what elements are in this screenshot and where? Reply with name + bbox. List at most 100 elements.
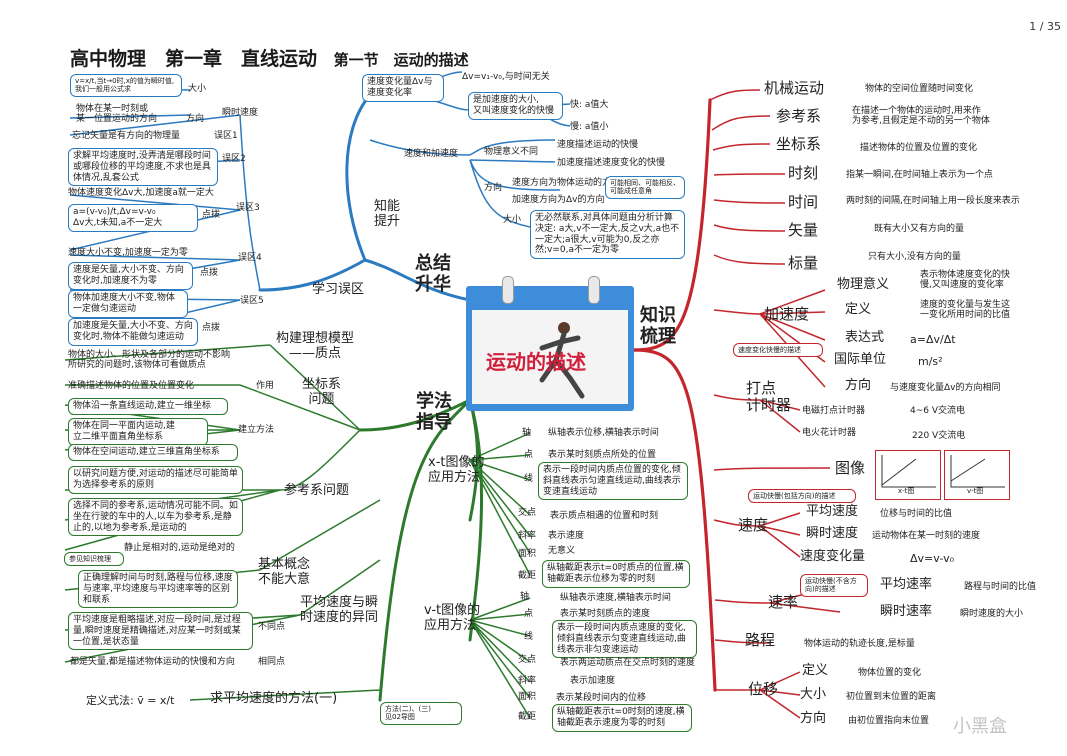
m-build: 建立方法 — [238, 425, 275, 435]
mistakes-label: 学习误区 — [312, 282, 365, 297]
k-accel-def: 定义 — [845, 302, 872, 317]
k-ref-desc: 在描述一个物体的运动时,用来作 为参考,且假定是不动的另一个物体 — [852, 106, 990, 127]
point-label-3: 点拨 — [202, 210, 221, 220]
rate-fast: 快: a值大 — [570, 100, 609, 110]
branch-summary: 总结 升华 — [415, 253, 451, 295]
m-vt-area: 面积 — [518, 692, 537, 702]
m-basic-desc: 正确理解时间与时刻,路程与位移,速度与速率,平均速度与平均速率等的区别和联系 — [78, 570, 238, 609]
m-vt-slope-desc: 表示加速度 — [570, 676, 616, 686]
mistake3-a: 物体速度变化Δv大,加速度a就一定大 — [68, 188, 214, 198]
m-ref-2: 选择不同的参考系,运动情况可能不同。如坐在行驶的车中的人,以车为参考系,是静止的… — [68, 498, 243, 537]
meaning-label: 物理意义不同 — [484, 147, 539, 157]
k-accel-meaning: 物理意义 — [837, 277, 890, 292]
m-calc: 求平均速度的方法(一) — [210, 691, 338, 706]
mistake4-a: 速度大小不变,加速度一定为零 — [68, 248, 188, 258]
k-accel-note: 速度变化快慢的描述 — [733, 343, 823, 358]
k-v-inst-desc: 运动物体在某一时刻的速度 — [872, 531, 981, 541]
k-disp-dir: 方向 — [800, 711, 827, 726]
center-title: 运动的描述 — [486, 350, 586, 374]
xt-graph-caption: x-t图 — [898, 487, 915, 495]
mistake3-box: a=(v-v₀)/t,Δv=v-v₀ Δv大,t未知,a不一定大 — [68, 204, 198, 232]
vt-graph-axes — [950, 455, 1005, 488]
k-accel-expr: 表达式 — [845, 330, 885, 345]
m-coordsys: 坐标系 问题 — [302, 377, 342, 407]
k-accel-def-desc: 速度的变化量与发生这 一变化所用时间的比值 — [920, 300, 1011, 321]
m-xt-line: 线 — [524, 474, 534, 484]
dv-definition-text: 速度变化量Δv与 速度变化率 — [367, 77, 433, 98]
k-s-inst-desc: 瞬时速度的大小 — [960, 609, 1024, 619]
k-accel-expr-formula: a=Δv/Δt — [910, 333, 956, 346]
m-xt-line-desc: 表示一段时间内质点位置的变化,倾斜直线表示匀速直线运动,曲线表示变速直线运动 — [538, 462, 688, 501]
runner-icon — [539, 322, 585, 399]
k-coord-desc: 描述物体的位置及位置的变化 — [860, 143, 978, 153]
k-accel: 加速度 — [764, 305, 810, 323]
m-xt-axis: 轴 — [522, 428, 532, 438]
k-moment-desc: 指某一瞬间,在时间轴上表示为一个点 — [846, 170, 993, 180]
mistake1-forget: 忘记矢量是有方向的物理量 — [72, 131, 181, 141]
m-vt-cross: 交点 — [518, 655, 537, 665]
m-vt-area-desc: 表示某段时间内的位移 — [556, 693, 647, 703]
k-disp: 位移 — [748, 680, 779, 698]
m-xt-slope: 斜率 — [518, 531, 537, 541]
size-box: 无必然联系,对具体问题由分析计算决定: a大,v不一定大,反之v大,a也不一定大… — [530, 210, 685, 260]
m-vt: v-t图像的 应用方法 — [424, 603, 481, 633]
k-timer: 打点 计时器 — [746, 379, 792, 415]
k-time: 时间 — [788, 193, 819, 211]
branch-knowledge: 知识 梳理 — [640, 305, 676, 347]
binder-ring-left — [502, 276, 514, 304]
k-timer1: 电磁打点计时器 — [802, 406, 866, 416]
xt-graph-axes — [881, 455, 936, 488]
k-disp-size-desc: 初位置到末位置的距离 — [846, 692, 937, 702]
m-vt-line-desc: 表示一段时间内质点速度的变化,倾斜直线表示匀变速直线运动,曲线表示非匀变速运动 — [552, 620, 697, 659]
direction-label: 方向 — [484, 183, 503, 193]
watermark: 小黑盒 — [953, 716, 1007, 737]
k-speed-note: 运动快慢(不含方向)的描述 — [800, 574, 868, 597]
m-xt-area-desc: 无意义 — [548, 546, 576, 556]
k-speed: 速率 — [768, 593, 799, 611]
m-ideal-desc: 物体的大小、形状及各部分的运动不影响所研究的问题时,该物体可看做质点 — [68, 350, 231, 371]
area2-label: 误区2 — [222, 154, 246, 164]
k-motion-desc: 物体的空间位置随时间变化 — [865, 84, 974, 94]
k-accel-dir: 方向 — [845, 378, 872, 393]
m-xt-cross-desc: 表示质点相遇的位置和时刻 — [550, 511, 659, 521]
m-avg: 平均速度与瞬 时速度的异同 — [300, 595, 379, 625]
k-v-inst: 瞬时速度 — [806, 526, 859, 541]
m-ref-3: 静止是相对的,运动是绝对的 — [124, 543, 235, 553]
m-vt-cross-desc: 表示两运动质点在交点时刻的速度 — [560, 658, 696, 668]
k-v-avg: 平均速度 — [806, 504, 859, 519]
point-label-4: 点拨 — [200, 268, 219, 278]
m-refq: 参考系问题 — [284, 483, 350, 498]
mistake1-label: 瞬时速度 — [222, 108, 259, 118]
meaning-speed: 速度描述运动的快慢 — [557, 140, 639, 150]
vt-graph: v-t图 — [944, 450, 1010, 500]
m-xt-slope-desc: 表示速度 — [548, 531, 585, 541]
k-path: 路程 — [745, 631, 776, 649]
k-timer2-voltage: 220 V交流电 — [912, 431, 966, 441]
m-diff-desc: 平均速度是粗略描述,对应一段时间,是过程量,瞬时速度是精确描述,对应某一时刻或某… — [68, 612, 253, 651]
mistake1-dir-label: 方向 — [186, 114, 205, 124]
m-use-desc: 准确描述物体的位置及位置变化 — [68, 381, 195, 391]
k-velocity-note: 运动快慢(包括方向)的描述 — [748, 489, 856, 504]
k-coord: 坐标系 — [776, 135, 822, 153]
rate-box: 是加速度的大小, 又叫速度变化的快慢 — [468, 92, 563, 120]
k-vector-desc: 既有大小又有方向的量 — [874, 224, 965, 234]
dv-definition: 速度变化量Δv与 速度变化率 — [362, 74, 444, 102]
k-disp-size: 大小 — [800, 687, 827, 702]
rate-slow: 慢: a值小 — [570, 122, 609, 132]
dir-speed: 速度方向为物体运动的方向 — [512, 178, 621, 188]
k-ref: 参考系 — [776, 107, 822, 125]
m-vt-int: 截距 — [518, 712, 537, 722]
mistake1-size-box: v=x/t,当t→0时,x的值为瞬时值,我们一般用公式求 — [70, 74, 182, 97]
page-title: 高中物理 第一章 直线运动 第一节 运动的描述 — [70, 44, 469, 71]
k-moment: 时刻 — [788, 164, 819, 182]
mistake1-dir-box: 物体在某一时刻或 某一位置运动的方向 — [76, 104, 158, 125]
m-ref-1: 以研究问题方便,对运动的描述尽可能简单为选择参考系的原则 — [68, 466, 243, 494]
m-vt-int-desc: 纵轴截距表示t=0时刻的速度,横轴截距表示速度为零的时刻 — [552, 704, 692, 732]
m-xt-int: 截距 — [518, 571, 537, 581]
mistake4-box: 速度是矢量,大小不变、方向变化时,加速度不为零 — [68, 262, 193, 290]
m-same: 相同点 — [258, 657, 286, 667]
m-xt-area: 面积 — [518, 549, 537, 559]
k-s-avg-desc: 路程与时间的比值 — [964, 582, 1037, 592]
xt-graph: x-t图 — [875, 450, 941, 500]
rate-box-text: 是加速度的大小, 又叫速度变化的快慢 — [473, 95, 555, 116]
